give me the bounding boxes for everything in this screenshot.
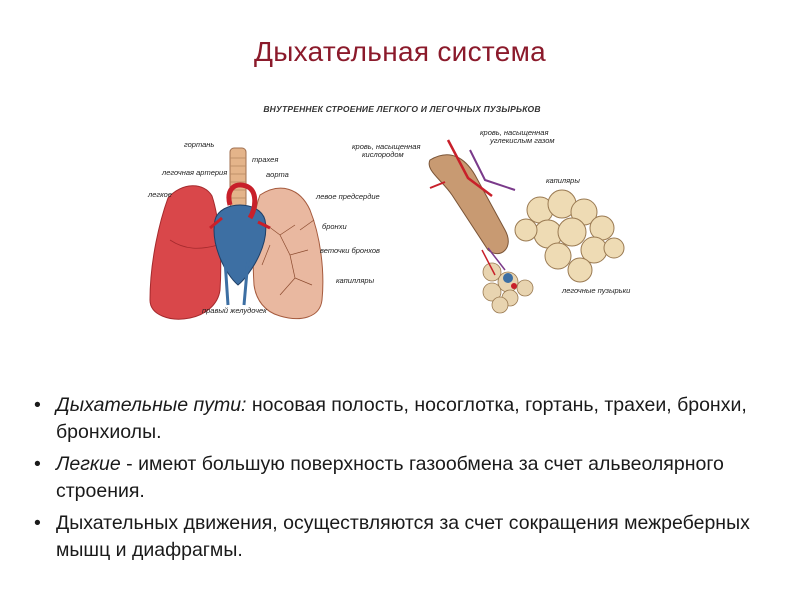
bronchiole-tube: [428, 154, 509, 255]
label-right-ventricle: правый желудочек: [202, 306, 267, 315]
bullet-term: Легкие: [56, 453, 121, 475]
bullet-text: носовая полость, носоглотка, гортань, тр…: [56, 394, 747, 443]
label-alveoli: легочные пузырьки: [562, 286, 631, 295]
bullet-marker: •: [34, 453, 41, 475]
label-bronchi: бронхи: [322, 222, 347, 231]
alveoli-small-cluster: [482, 262, 534, 314]
figure-heading: ВНУТРЕННЕК СТРОЕНИЕ ЛЕГКОГО И ЛЕГОЧНЫХ П…: [263, 104, 541, 114]
slide-title: Дыхательная система: [253, 36, 547, 67]
heart-shape: [213, 204, 267, 286]
bullet-marker: •: [34, 512, 41, 534]
left-lung-shape: [149, 185, 222, 320]
label-aorta: аорта: [266, 170, 289, 179]
trachea-shape: [229, 147, 247, 209]
label-left-atrium: левое предсердие: [316, 192, 380, 201]
label-capillaries-right: капиляры: [546, 176, 580, 185]
lung-illustration: ВНУТРЕННЕК СТРОЕНИЕ ЛЕГКОГО И ЛЕГОЧНЫХ П…: [130, 100, 670, 340]
label-oxygen-blood-line2: кислородом: [362, 150, 404, 159]
bullet-term: Дыхательные пути:: [56, 394, 247, 416]
label-co2-blood-line1: кровь, насыщенная: [480, 128, 549, 137]
label-trachea: трахея: [252, 155, 279, 164]
label-larynx: гортань: [184, 140, 215, 149]
bullet-lungs: • Легкие - имеют большую поверхность газ…: [34, 451, 774, 505]
bullet-marker: •: [34, 394, 41, 416]
label-lung: легкое: [148, 190, 172, 199]
label-pulmonary-artery: легочная артерия: [162, 168, 228, 177]
bullet-breathing-movements: • Дыхательных движения, осуществляются з…: [34, 510, 774, 564]
label-bronchial-branches: веточки бронхов: [320, 246, 380, 255]
bullet-text: Дыхательных движения, осуществляются за …: [56, 512, 750, 561]
alveoli-cluster: [514, 189, 625, 283]
label-oxygen-blood-line1: кровь, насыщенная: [352, 142, 421, 151]
label-capillaries-left: капилляры: [336, 276, 375, 285]
bullet-list: • Дыхательные пути: носовая полость, нос…: [34, 392, 774, 569]
lung-diagram-art: [149, 139, 625, 320]
bullet-airways: • Дыхательные пути: носовая полость, нос…: [34, 392, 774, 446]
right-lung-shape: [252, 187, 324, 320]
bullet-text: - имеют большую поверхность газообмена з…: [56, 453, 724, 502]
label-co2-blood-line2: углекислым газом: [490, 136, 555, 145]
